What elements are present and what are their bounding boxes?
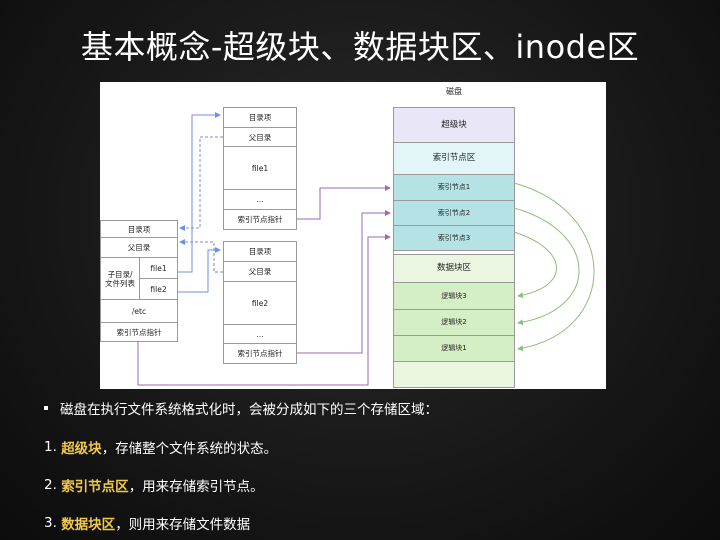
- disk-section: 逻辑块1: [393, 335, 515, 362]
- arrow-root-inode: [137, 234, 391, 386]
- dir-a-parent: 父目录: [223, 127, 297, 147]
- list-item: 2. 索引节点区，用来存储索引节点。: [44, 475, 684, 495]
- item-term: 索引节点区: [61, 478, 129, 495]
- dir-a-file: file1: [223, 146, 297, 190]
- root-dir-file2: file2: [139, 278, 178, 300]
- diagram-arrows: [137, 112, 595, 386]
- disk-section: 超级块: [393, 107, 515, 143]
- item-desc: ，用来存储索引节点。: [128, 478, 264, 495]
- item-desc: ，则用来存储文件数据: [115, 516, 251, 533]
- arrow-inode3-block3: [513, 231, 557, 299]
- root-dir-file1: file1: [139, 257, 178, 279]
- root-dir-entry: 目录项: [100, 220, 178, 238]
- list-item: 1. 超级块，存储整个文件系统的状态。: [44, 437, 684, 457]
- dir-b-parent: 父目录: [223, 261, 297, 282]
- slide-title: 基本概念-超级块、数据块区、inode区: [80, 28, 640, 66]
- dir-b-more: ...: [223, 324, 297, 344]
- root-dir-inode-ptr: 索引节点指针: [100, 322, 178, 342]
- root-dir-parent: 父目录: [100, 237, 178, 258]
- dir-b-entry: 目录项: [223, 241, 297, 262]
- dir-b-file: file2: [223, 281, 297, 325]
- disk-section: 索引节点区: [393, 142, 515, 175]
- disk-label: 磁盘: [446, 87, 462, 96]
- arrow-dir-a-parent: [179, 136, 223, 231]
- bullet-list: 磁盘在执行文件系统格式化时，会被分成如下的三个存储区域： 1. 超级块，存储整个…: [44, 398, 684, 533]
- dir-a-inode-ptr: 索引节点指针: [223, 209, 297, 230]
- intro-text: 磁盘在执行文件系统格式化时，会被分成如下的三个存储区域：: [60, 402, 438, 418]
- arrow-inode1-block1: [513, 182, 595, 352]
- dir-a-entry: 目录项: [223, 107, 297, 128]
- root-dir-children-label: 子目录/文件列表: [100, 257, 140, 300]
- item-number: 2.: [44, 476, 57, 493]
- arrow-dir-b-inode: [297, 210, 391, 354]
- disk-diagram: 目录项 父目录 子目录/文件列表 file1 file2 /etc 索引节点指针…: [100, 82, 606, 389]
- arrow-dir-a-inode: [297, 185, 391, 220]
- arrow-inode2-block2: [513, 207, 580, 326]
- item-term: 数据块区: [61, 516, 116, 533]
- item-number: 3.: [44, 514, 57, 531]
- arrow-file1-to-dir-a: [178, 112, 221, 273]
- dir-b-inode-ptr: 索引节点指针: [223, 343, 297, 364]
- dir-a-more: ...: [223, 189, 297, 210]
- list-item: 3. 数据块区，则用来存储文件数据: [44, 513, 684, 533]
- item-desc: ，存储整个文件系统的状态。: [101, 440, 278, 457]
- item-number: 1.: [44, 438, 57, 455]
- disk-section: 索引节点3: [393, 225, 515, 251]
- item-term: 超级块: [61, 440, 102, 457]
- disk-section: 索引节点1: [393, 174, 515, 201]
- disk-spacer: [393, 361, 515, 388]
- arrow-dir-b-parent: [179, 239, 223, 273]
- disk-section: 数据块区: [393, 254, 515, 283]
- root-dir-etc: /etc: [100, 299, 178, 323]
- intro-line: 磁盘在执行文件系统格式化时，会被分成如下的三个存储区域：: [44, 398, 684, 418]
- disk-section: 逻辑块2: [393, 309, 515, 336]
- disk-section: 逻辑块3: [393, 282, 515, 310]
- bullet-dot-icon: [44, 406, 48, 410]
- disk-section: 索引节点2: [393, 200, 515, 226]
